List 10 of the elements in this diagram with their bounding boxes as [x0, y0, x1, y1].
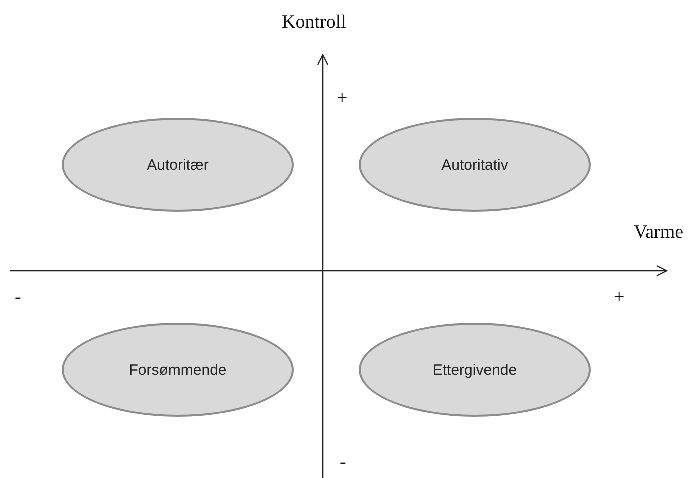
- node-label: Forsømmende: [129, 362, 227, 378]
- node-label: Autoritativ: [442, 156, 508, 174]
- node-label: Ettergivende: [432, 362, 518, 378]
- node-label: Autoritær: [147, 156, 209, 174]
- minus-sign: -: [15, 287, 22, 309]
- minus-sign: -: [340, 452, 346, 474]
- axis-title: Varme: [634, 222, 684, 244]
- plus-sign: +: [337, 88, 348, 110]
- axis-title: Kontroll: [282, 12, 346, 34]
- plus-sign: +: [614, 287, 625, 309]
